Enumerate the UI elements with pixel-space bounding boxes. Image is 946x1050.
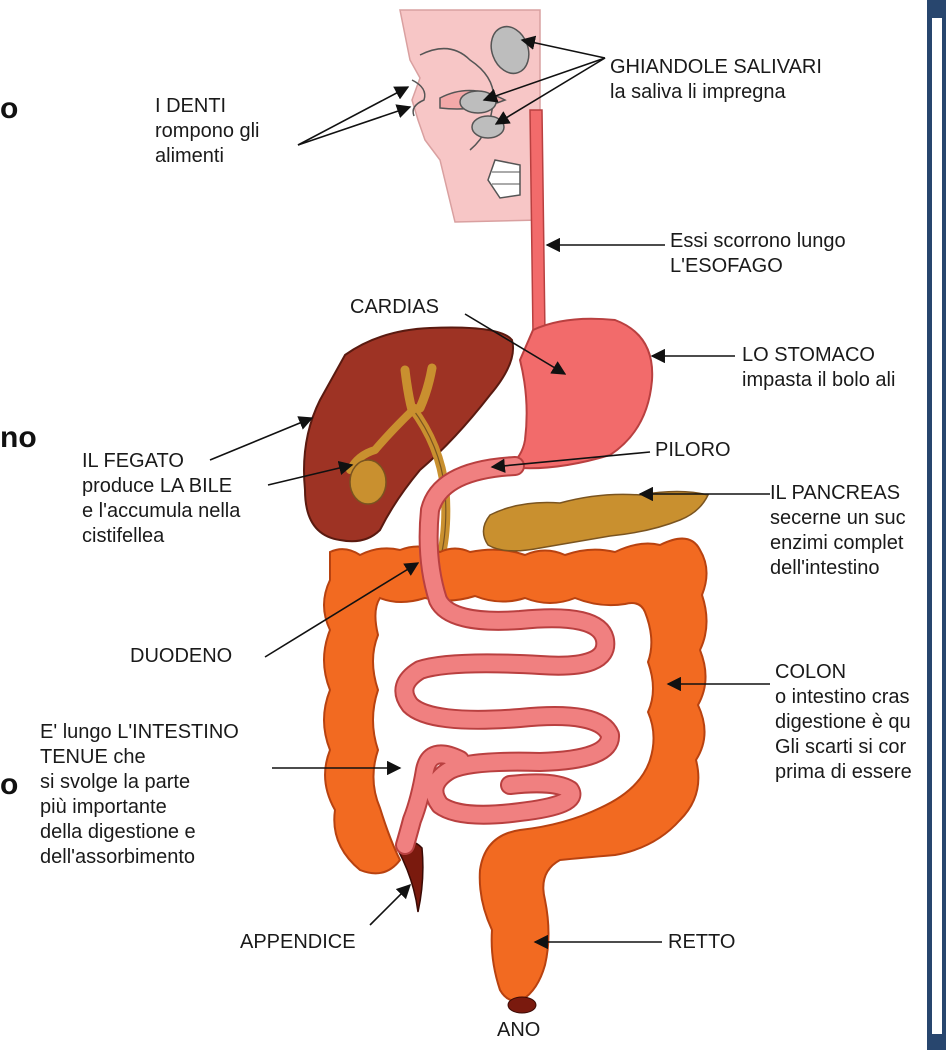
label-stomaco-line-1: LO STOMACO bbox=[742, 343, 895, 368]
label-retto: RETTO bbox=[668, 930, 735, 955]
label-denti-line-2: rompono gli bbox=[155, 119, 260, 144]
label-ghiandole-line-2: la saliva li impregna bbox=[610, 80, 822, 105]
label-cardias: CARDIAS bbox=[350, 295, 439, 320]
label-duodeno: DUODENO bbox=[130, 644, 232, 669]
label-stomaco-line-2: impasta il bolo ali bbox=[742, 368, 895, 393]
label-tenue-line-3: si svolge la parte bbox=[40, 770, 239, 795]
anus bbox=[508, 997, 536, 1013]
label-ano: ANO bbox=[497, 1018, 540, 1043]
label-tenue-line-2: TENUE che bbox=[40, 745, 239, 770]
right-side-panel-inner bbox=[932, 18, 942, 1034]
label-fegato: IL FEGATO produce LA BILE e l'accumula n… bbox=[82, 449, 240, 549]
label-colon: COLON o intestino cras digestione è qu G… bbox=[775, 660, 912, 785]
label-stomaco: LO STOMACO impasta il bolo ali bbox=[742, 343, 895, 393]
label-tenue-line-1: E' lungo L'INTESTINO bbox=[40, 720, 239, 745]
label-pancreas-line-3: enzimi complet bbox=[770, 531, 906, 556]
label-tenue-line-4: più importante bbox=[40, 795, 239, 820]
esophagus bbox=[530, 110, 545, 335]
label-pancreas-line-4: dell'intestino bbox=[770, 556, 906, 581]
label-esofago-line-2: L'ESOFAGO bbox=[670, 254, 846, 279]
edge-fragment-bottom: o bbox=[0, 770, 18, 800]
label-denti-line-1: I DENTI bbox=[155, 94, 260, 119]
label-piloro: PILORO bbox=[655, 438, 731, 463]
label-pancreas-line-1: IL PANCREAS bbox=[770, 481, 906, 506]
label-ghiandole-line-1: GHIANDOLE SALIVARI bbox=[610, 55, 822, 80]
edge-fragment-middle: no bbox=[0, 423, 37, 453]
liver bbox=[304, 328, 513, 542]
label-esofago: Essi scorrono lungo L'ESOFAGO bbox=[670, 229, 846, 279]
label-fegato-line-1: IL FEGATO bbox=[82, 449, 240, 474]
label-colon-line-4: Gli scarti si cor bbox=[775, 735, 912, 760]
label-fegato-line-3: e l'accumula nella bbox=[82, 499, 240, 524]
label-colon-line-2: o intestino cras bbox=[775, 685, 912, 710]
label-pancreas: IL PANCREAS secerne un suc enzimi comple… bbox=[770, 481, 906, 581]
label-colon-line-3: digestione è qu bbox=[775, 710, 912, 735]
label-esofago-line-1: Essi scorrono lungo bbox=[670, 229, 846, 254]
label-intestino-tenue: E' lungo L'INTESTINO TENUE che si svolge… bbox=[40, 720, 239, 870]
label-tenue-line-5: della digestione e bbox=[40, 820, 239, 845]
label-denti-line-3: alimenti bbox=[155, 144, 260, 169]
label-colon-line-5: prima di essere bbox=[775, 760, 912, 785]
label-tenue-line-6: dell'assorbimento bbox=[40, 845, 239, 870]
label-ghiandole-salivari: GHIANDOLE SALIVARI la saliva li impregna bbox=[610, 55, 822, 105]
label-pancreas-line-2: secerne un suc bbox=[770, 506, 906, 531]
label-colon-line-1: COLON bbox=[775, 660, 912, 685]
label-denti: I DENTI rompono gli alimenti bbox=[155, 94, 260, 169]
edge-fragment-top: o bbox=[0, 94, 18, 124]
label-fegato-line-4: cistifellea bbox=[82, 524, 240, 549]
label-appendice: APPENDICE bbox=[240, 930, 356, 955]
label-fegato-line-2: produce LA BILE bbox=[82, 474, 240, 499]
